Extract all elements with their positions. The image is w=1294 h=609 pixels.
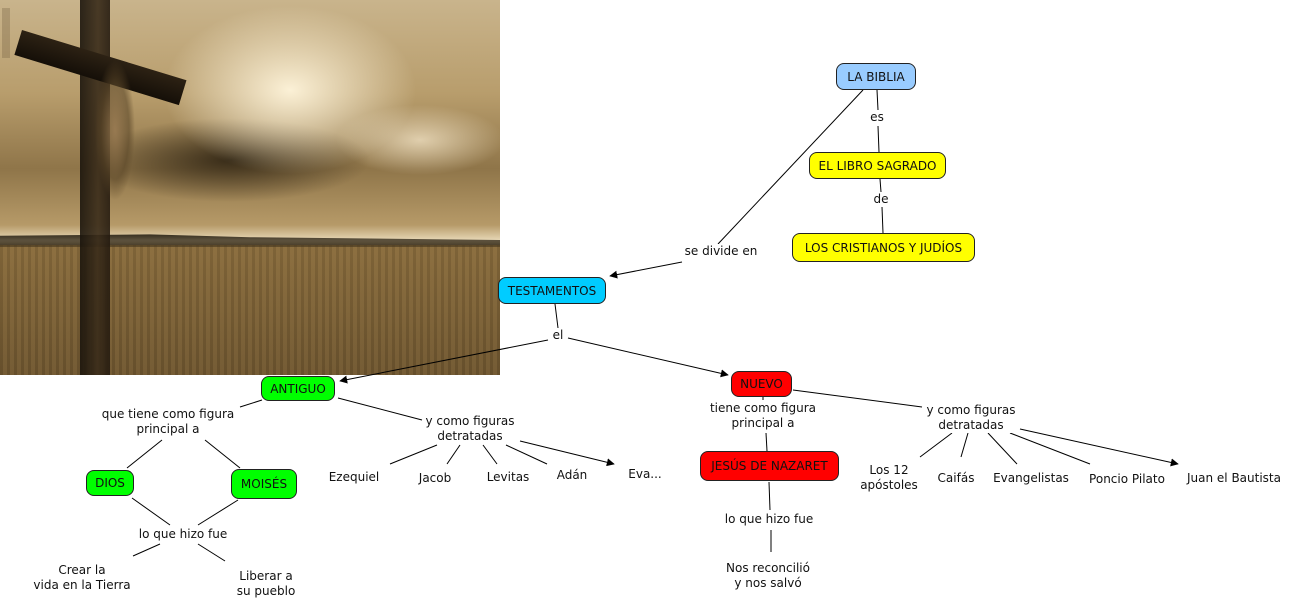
link-det-eva (519, 440, 615, 467)
node-label: ANTIGUO (270, 381, 326, 396)
node-libro-sagrado[interactable]: EL LIBRO SAGRADO (809, 152, 946, 179)
link-label-antiguo-figura: que tiene como figura principal a (101, 407, 235, 437)
crucified-figure (95, 60, 135, 220)
node-label: NUEVO (740, 377, 783, 391)
link-nuevo-detratadas (792, 389, 923, 408)
link-ndet-poncio (1009, 432, 1091, 465)
leaf-juan-el-bautista[interactable]: Juan el Bautista (1187, 471, 1281, 485)
link-hizo-crear (132, 543, 161, 557)
link-label-nuevo-hizo: lo que hizo fue (724, 512, 814, 527)
link-es-libro (877, 125, 880, 153)
link-det-adan (505, 444, 548, 465)
leaf-line: apóstoles (860, 478, 918, 492)
leaf-line: su pueblo (236, 584, 296, 598)
link-label-nuevo-detratadas: y como figuras detratadas (926, 403, 1016, 433)
node-la-biblia[interactable]: LA BIBLIA (836, 63, 916, 90)
crucifix-photo (0, 0, 500, 375)
leaf-caifas[interactable]: Caifás (937, 471, 975, 485)
link-testamentos-el (554, 303, 559, 329)
node-label: JESÚS DE NAZARET (711, 459, 828, 473)
leaf-line: Liberar a (239, 569, 293, 583)
node-label: LOS CRISTIANOS Y JUDÍOS (804, 240, 963, 255)
node-label: DIOS (95, 476, 125, 490)
leaf-poncio-pilato[interactable]: Poncio Pilato (1089, 472, 1165, 486)
leaf-eva[interactable]: Eva... (628, 467, 662, 481)
link-det-jacob (446, 444, 461, 465)
node-dios[interactable]: DIOS (86, 470, 134, 496)
link-antiguo-detratadas (337, 397, 423, 421)
link-ndet-caifas (960, 432, 969, 458)
link-ndet-evangelistas (987, 432, 1018, 465)
link-hizo-liberar (197, 543, 226, 562)
node-label: LA BIBLIA (847, 69, 905, 84)
node-label: EL LIBRO SAGRADO (818, 158, 937, 173)
link-divide-testamentos (609, 261, 683, 279)
link-antiguo-figura (239, 399, 263, 408)
leaf-adan[interactable]: Adán (556, 468, 588, 482)
leaf-los-12-apostoles[interactable]: Los 12 apóstoles (860, 463, 918, 493)
link-label-se-divide-en: se divide en (684, 244, 758, 259)
link-el-antiguo (339, 339, 549, 384)
label-line: principal a (731, 416, 795, 430)
node-jesus-de-nazaret[interactable]: JESÚS DE NAZARET (700, 451, 839, 481)
link-label-el: el (552, 328, 564, 343)
link-figura-jesus (765, 432, 768, 452)
link-dios-hizo (131, 497, 171, 526)
link-de-cristianos (881, 206, 884, 234)
node-cristianos-judios[interactable]: LOS CRISTIANOS Y JUDÍOS (792, 233, 975, 262)
node-nuevo[interactable]: NUEVO (731, 371, 792, 397)
leaf-crear-vida[interactable]: Crear la vida en la Tierra (33, 563, 130, 593)
leaf-levitas[interactable]: Levitas (486, 470, 530, 484)
leaf-nos-reconcilio[interactable]: Nos reconcilió y nos salvó (726, 561, 810, 591)
leaf-liberar-pueblo[interactable]: Liberar a su pueblo (237, 569, 296, 599)
link-libro-de (879, 178, 882, 193)
link-ndet-apostoles (919, 432, 953, 458)
leaf-evangelistas[interactable]: Evangelistas (993, 471, 1069, 485)
link-det-levitas (482, 444, 498, 465)
link-label-de: de (873, 192, 889, 207)
link-det-ezequiel (389, 444, 438, 465)
leaf-jacob[interactable]: Jacob (418, 471, 452, 485)
link-label-nuevo-figura: tiene como figura principal a (709, 401, 817, 431)
label-line: y como figuras (926, 403, 1016, 417)
leaf-ezequiel[interactable]: Ezequiel (328, 470, 380, 484)
link-figura-moises (204, 439, 241, 469)
label-line: que tiene como figura (101, 407, 235, 421)
link-moises-hizo (197, 499, 239, 526)
node-testamentos[interactable]: TESTAMENTOS (498, 277, 606, 304)
label-line: principal a (136, 422, 200, 436)
link-biblia-divide (717, 89, 864, 245)
link-figura-dios (126, 439, 163, 469)
node-label: TESTAMENTOS (507, 283, 597, 298)
link-label-antiguo-hizo: lo que hizo fue (138, 527, 228, 542)
node-antiguo[interactable]: ANTIGUO (261, 376, 335, 401)
leaf-line: Crear la (58, 563, 106, 577)
image-watermark (2, 8, 10, 58)
leaf-line: Los 12 (869, 463, 909, 477)
leaf-line: Nos reconcilió (726, 561, 810, 575)
leaf-line: vida en la Tierra (33, 578, 131, 592)
node-moises[interactable]: MOISÉS (231, 469, 297, 499)
label-line: tiene como figura (709, 401, 817, 415)
label-line: detratadas (938, 418, 1004, 432)
link-label-es: es (870, 110, 884, 125)
label-line: y como figuras (425, 414, 515, 428)
label-line: detratadas (437, 429, 503, 443)
link-ndet-juan (1019, 428, 1179, 467)
leaf-line: y nos salvó (734, 576, 802, 590)
link-biblia-es (876, 89, 879, 111)
link-el-nuevo (567, 337, 729, 378)
link-jesus-hizo (768, 481, 771, 511)
link-label-antiguo-detratadas: y como figuras detratadas (425, 414, 515, 444)
node-label: MOISÉS (240, 477, 288, 491)
